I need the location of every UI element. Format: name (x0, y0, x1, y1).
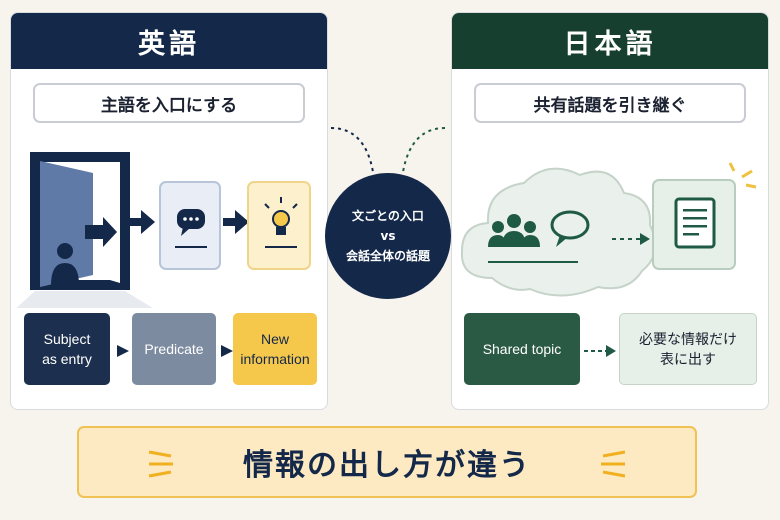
lightbulb-icon (264, 197, 298, 248)
insight-card (247, 181, 311, 270)
english-panel-title: 英語 (11, 13, 327, 69)
comparison-line-2: vs (380, 229, 396, 243)
arrow-right-icon (117, 345, 129, 357)
document-icon (674, 197, 716, 249)
english-panel: 英語 主語を入口にする (10, 12, 328, 410)
emphasis-lines-icon (601, 450, 626, 478)
new-information-chip: New information (233, 313, 317, 385)
comparison-line-1: 文ごとの入口 (352, 209, 424, 223)
emphasis-lines-icon (148, 450, 173, 478)
only-needed-info-chip: 必要な情報だけ 表に出す (619, 313, 757, 385)
message-card (159, 181, 221, 270)
comparison-line-3: 会話全体の話題 (345, 249, 430, 263)
summary-banner: 情報の出し方が違う (77, 426, 697, 498)
dashed-arrow-icon (584, 345, 616, 357)
japanese-panel-title: 日本語 (452, 13, 768, 69)
comparison-circle: 文ごとの入口 vs 会話全体の話題 (325, 173, 451, 299)
arrow-right-icon (223, 210, 249, 234)
arrow-right-icon (221, 345, 233, 357)
shared-context-cloud-icon (460, 167, 657, 297)
shared-topic-chip: Shared topic (464, 313, 580, 385)
summary-banner-text: 情報の出し方が違う (243, 448, 531, 483)
predicate-chip: Predicate (132, 313, 216, 385)
chat-bubble-icon (175, 209, 207, 248)
subject-entry-chip: Subject as entry (24, 313, 110, 385)
english-subtitle: 主語を入口にする (33, 83, 305, 123)
document-card (652, 179, 736, 270)
sparkle-icon (728, 162, 757, 189)
connector-lines (330, 127, 446, 173)
japanese-subtitle: 共有話題を引き継ぐ (474, 83, 746, 123)
door-icon (16, 152, 153, 308)
arrow-right-icon (129, 210, 155, 234)
japanese-panel: 日本語 共有話題を引き継ぐ Shared topic 必要な情報だけ 表に出 (451, 12, 769, 410)
